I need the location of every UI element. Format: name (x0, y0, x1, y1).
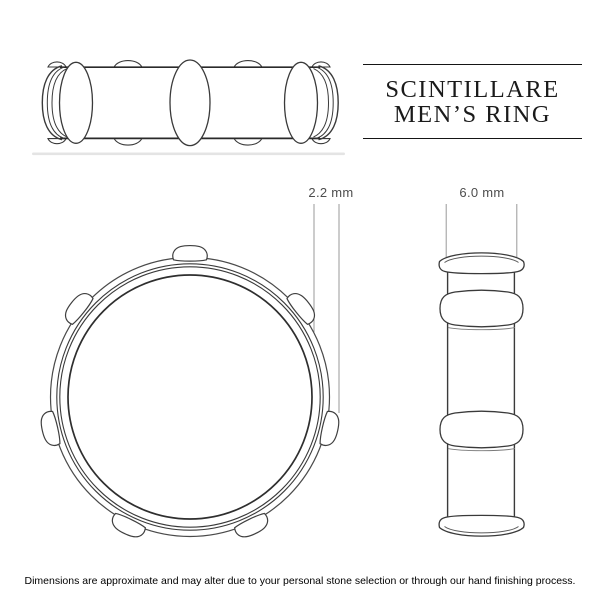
product-title-block: SCINTILLARE MEN’S RING (363, 64, 582, 139)
product-title-line1: SCINTILLARE (385, 75, 560, 103)
top-view-shadow (32, 152, 345, 156)
dimensions-disclaimer-text: Dimensions are approximate and may alter… (24, 575, 576, 587)
product-title-line2: MEN’S RING (393, 100, 552, 128)
ring-side-profile-drawing (438, 252, 525, 537)
ring-top-view-drawing (32, 59, 345, 156)
ring-front-view-drawing (37, 244, 343, 542)
band-width-dimension-label: 6.0 mm (459, 185, 505, 200)
front-view-bezel-bumps (37, 244, 343, 542)
band-thickness-dimension-label: 2.2 mm (308, 185, 354, 200)
